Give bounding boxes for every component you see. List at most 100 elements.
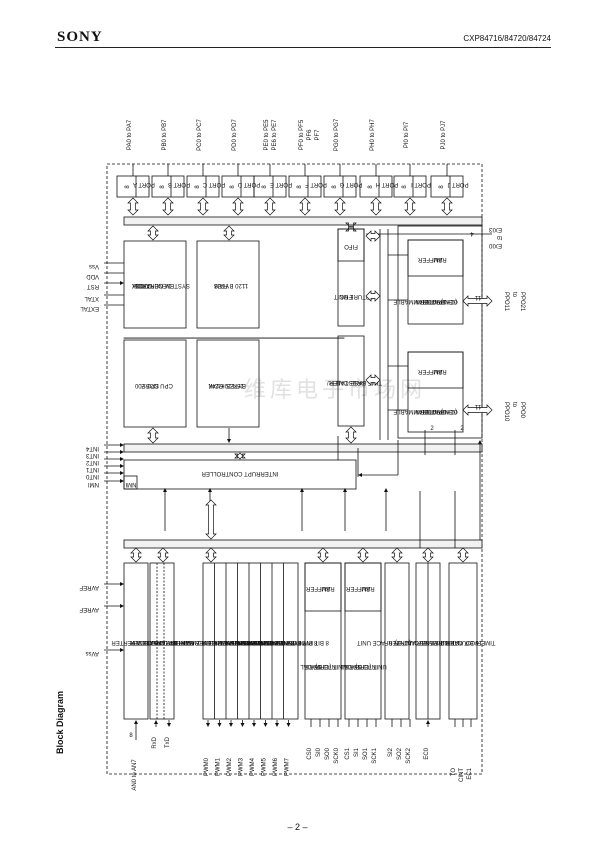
timer2-bus-arrow — [457, 547, 469, 563]
top-pin-label: PB0 to PB7 — [162, 119, 168, 151]
adc-input-arrow — [134, 720, 138, 740]
prescaler-block — [337, 335, 365, 427]
top-pin-label: PJ0 to PJ7 — [441, 120, 447, 150]
prescaler-label: PRESCALER/ — [327, 379, 365, 385]
pwm-generator-label: 8 BIT PWM GENERATOR 7 — [254, 639, 329, 645]
txd-arrow — [167, 720, 171, 727]
port-bus-arrow — [404, 197, 416, 216]
watermark: 维库电子市场网 — [244, 378, 427, 403]
port-label: PORT C — [202, 181, 225, 187]
ram-bus-arrow — [223, 225, 235, 241]
port-label: PORT G — [339, 181, 362, 187]
port-label: PORT B — [168, 181, 190, 187]
sio-ch1-label: SERIAL — [340, 663, 362, 669]
sio1-pin-label: SO1 — [363, 747, 369, 760]
middle-internal-bus — [123, 443, 483, 453]
pwm-out-arrow — [217, 720, 222, 727]
buffer-ram-label: RAM — [361, 585, 374, 591]
port-bus-arrow — [441, 197, 453, 216]
rom-block — [196, 339, 260, 428]
interrupt-controller-label: INTERRUPT CONTROLLER — [201, 470, 279, 476]
sio-ch1-label: INTERFACE — [344, 663, 378, 669]
int-pin-arrow — [104, 443, 124, 447]
port-bus-arrow — [299, 197, 311, 216]
right-pin-label: PPO10 — [503, 402, 509, 422]
adc-block — [123, 562, 149, 720]
top-pin-label: PG0 to PG7 — [334, 118, 340, 151]
ppg-interrupt-arrow — [358, 473, 398, 477]
top-pin-label: PH0 to PH7 — [370, 118, 376, 150]
rom-label: ROM — [209, 382, 223, 388]
interrupt-source-arrow — [300, 488, 304, 531]
left-power-pin-label: Vss — [89, 263, 99, 269]
sio1-pin-label: SI1 — [354, 747, 360, 757]
adc-bus-arrow — [130, 547, 142, 563]
left-power-pin-label: VDD — [86, 273, 99, 279]
buffer-ram-ch0-block — [407, 351, 464, 389]
sio2-pin-label: SCK2 — [406, 747, 412, 763]
uart-label: UART TRANSMITTER — [130, 639, 191, 645]
uart-pin-label: TxD — [165, 736, 171, 748]
left-power-pin-label: RST — [87, 283, 99, 289]
frc-ppg-arrow — [365, 230, 381, 242]
sio-ch2-block — [384, 562, 410, 720]
right-pin-label: EXI0 — [488, 242, 502, 248]
nmi-label: NMI — [125, 481, 136, 487]
upper-internal-bus — [123, 216, 483, 226]
clock-generator-label: SYSTEM CONTROL — [134, 282, 190, 288]
ram-label: RAM — [214, 282, 227, 288]
sio-ch1-buffer — [344, 562, 382, 612]
sio-ch0-label: UNIT (CH0) — [315, 663, 347, 669]
rom-label: 16K/20K/24K — [208, 382, 243, 388]
sio2-bus-arrow — [391, 547, 403, 563]
ram-label: 1120 BYTES — [214, 282, 248, 288]
int-pin-label: NMI — [88, 481, 99, 487]
buffer-ram-label: BUFFER — [305, 585, 330, 591]
ppg-ch0-label: PROGRAMMABLE — [393, 408, 444, 414]
interrupt-bus-arrow — [234, 452, 246, 460]
int-pin-arrow — [104, 450, 124, 454]
pwm-pin-label: PWM4 — [250, 757, 256, 776]
pwm-out-arrow — [263, 720, 268, 727]
port-label: PORT F — [305, 181, 327, 187]
left-power-pin-label: XTAL — [84, 295, 99, 301]
top-pin-label: PE0 to PE5 — [264, 119, 270, 151]
rom-label: BYTES — [226, 382, 246, 388]
port-bus-arrow — [232, 197, 244, 216]
port-bus-width: 8 — [230, 185, 236, 189]
pwm-block — [202, 562, 299, 720]
timer0-label: 8 BIT TIMER/COUNTER 0 — [388, 639, 459, 645]
brand-logo: SONY — [57, 29, 103, 45]
top-pin-label: PD0 to PD7 — [232, 118, 238, 150]
sio-ch0-buffer — [304, 562, 342, 612]
buffer-ram-label: RAM — [433, 256, 446, 262]
pwm-pin-label: PWM0 — [204, 757, 210, 776]
timer2-pin-label: CINT — [459, 768, 465, 782]
lower-internal-bus — [123, 539, 483, 549]
top-pin-label: PF0 to PF5 — [299, 119, 305, 150]
pwm-pin-label: PWM1 — [216, 757, 222, 776]
pwm-pin-label: PWM2 — [227, 757, 233, 776]
pwm-generator-label: 8 BIT PWM GENERATOR 2 — [196, 639, 271, 645]
pwm-out-arrow — [286, 720, 291, 727]
port-label: PORT I — [411, 181, 431, 187]
right-pin-label: to — [496, 234, 502, 240]
port-bus-width: 8 — [439, 185, 445, 189]
pwm-generator-label: 8 BIT PWM GENERATOR 0 — [173, 639, 248, 645]
pwm-pin-label: PWM5 — [262, 757, 268, 776]
prescaler-bus-arrow — [345, 426, 357, 444]
top-pin-label: PA0 to PA7 — [127, 119, 133, 150]
uart-block — [149, 562, 175, 720]
frc-ppg-arrow — [365, 290, 381, 302]
right-pin-label: EXI3 — [488, 226, 502, 232]
buffer-ram-label: BUFFER — [417, 368, 442, 374]
port-bus-arrow — [264, 197, 276, 216]
ppg-ch0-label: PATTERN — [415, 408, 442, 414]
pwm-generator-label: 8 BIT PWM GENERATOR 3 — [208, 639, 283, 645]
prescaler-label: TIME BASE TIMER — [329, 379, 382, 385]
ppg-ch0-label: (CH0) — [441, 408, 457, 414]
port-bus-arrow — [197, 197, 209, 216]
uart-pin-label: RxD — [152, 736, 158, 748]
buffer-ram-label: RAM — [433, 368, 446, 374]
